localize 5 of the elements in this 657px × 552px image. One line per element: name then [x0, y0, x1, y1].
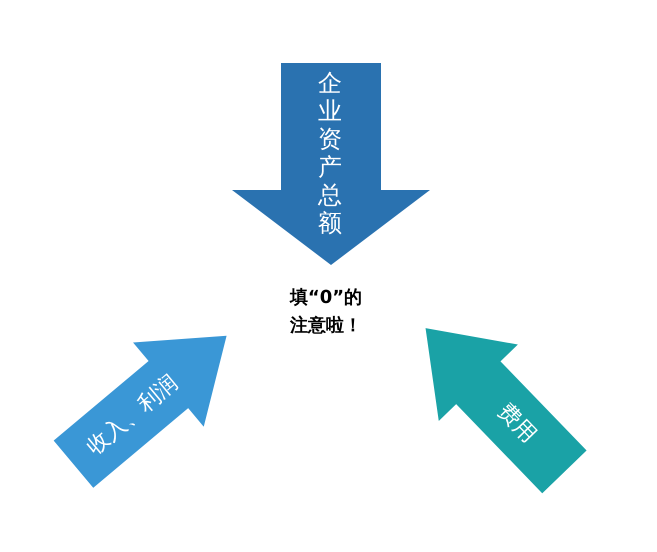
down-arrow-shape: [232, 63, 430, 265]
note-text: 填“0”的注意啦！: [288, 286, 364, 338]
arrow-label: 企业资产总额: [318, 69, 343, 237]
arrow-label: 费用: [492, 398, 542, 450]
arrow-label: 收入、利润: [82, 369, 184, 462]
